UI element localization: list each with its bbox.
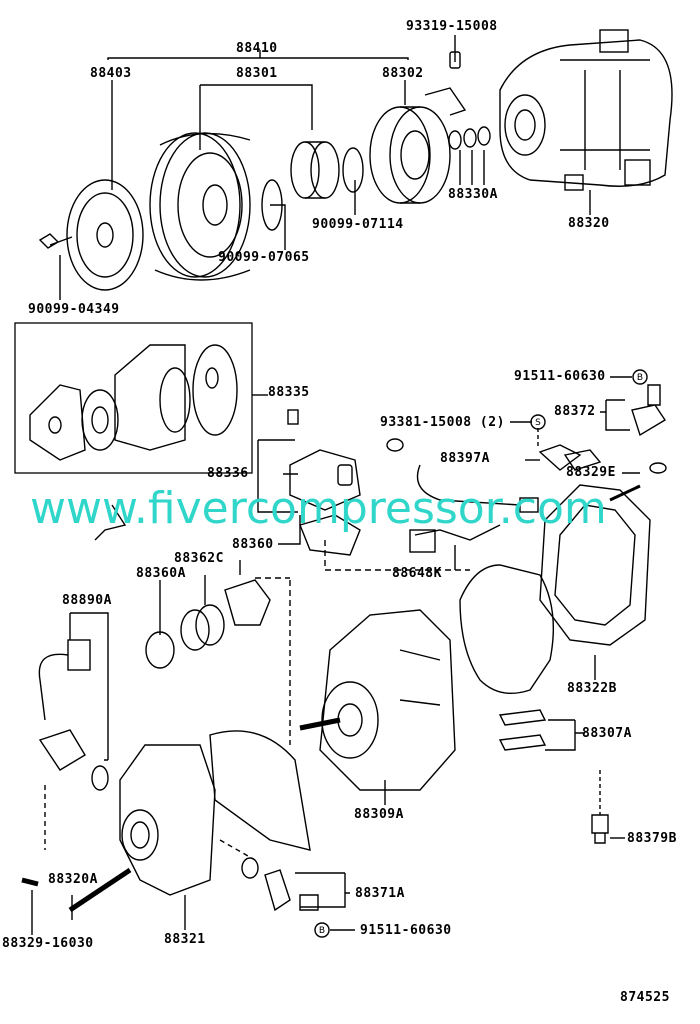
leader-lines (31, 35, 640, 935)
connector-part (264, 869, 319, 912)
part-label: 88360A (136, 566, 186, 581)
clip-part (94, 504, 127, 541)
part-label: 88335 (268, 385, 310, 400)
part-label: 88309A (354, 807, 404, 822)
part-label: 88648K (392, 566, 442, 581)
part-label: 88329E (566, 465, 616, 480)
o-ring-part (649, 462, 667, 474)
part-label: 90099-07114 (312, 217, 404, 232)
pump-body-part (299, 609, 456, 791)
part-label: 88362C (174, 551, 224, 566)
part-label: 93381-15008 (2) (380, 415, 505, 430)
valve-part (591, 814, 609, 844)
through-bolt-part (68, 867, 132, 913)
assembly-box (14, 322, 253, 474)
front-housing-part (119, 744, 216, 896)
gasket-part (459, 564, 554, 694)
rear-housing-part (539, 484, 651, 646)
seal-part (180, 609, 210, 651)
o-ring-part (241, 857, 259, 879)
part-label: 88330A (448, 187, 498, 202)
part-label: 88336 (207, 466, 249, 481)
part-label: 88301 (236, 66, 278, 81)
part-label: 88360 (232, 537, 274, 552)
bolt-marker: B (637, 373, 643, 383)
bracket-part (538, 444, 602, 471)
valve-part (224, 579, 271, 626)
part-label: 88890A (62, 593, 112, 608)
sensor-part (631, 384, 666, 437)
part-label: 90099-04349 (28, 302, 120, 317)
part-label: 90099-07065 (218, 250, 310, 265)
bearing-part (261, 141, 364, 231)
bolt-part (21, 877, 39, 887)
part-label: 88320 (568, 216, 610, 231)
part-label: 88372 (554, 404, 596, 419)
part-label: 88320A (48, 872, 98, 887)
part-label: 88410 (236, 41, 278, 56)
watermark: www.fivercompressor.com (30, 483, 607, 534)
part-label: 88379B (627, 831, 677, 846)
pulley-part (149, 132, 251, 281)
gasket-part (209, 730, 311, 851)
sensor-harness-part (38, 639, 109, 791)
part-label: 93319-15008 (406, 19, 498, 34)
part-label: 91511-60630 (360, 923, 452, 938)
o-ring-part (145, 631, 175, 669)
plate-part (498, 709, 547, 751)
field-coil-part (369, 51, 467, 204)
part-label: 88329-16030 (2, 936, 94, 951)
part-label: 88403 (90, 66, 132, 81)
bolt-marker: B (319, 926, 325, 936)
part-label: 88302 (382, 66, 424, 81)
part-label: 91511-60630 (514, 369, 606, 384)
shims-part (448, 126, 491, 150)
control-valve-part (287, 409, 404, 556)
rear-assembly-exploded (29, 344, 238, 461)
screw-marker: S (535, 418, 541, 428)
diagram-code: 874525 (620, 990, 670, 1005)
part-label: 88321 (164, 932, 206, 947)
wire-harness-part (409, 464, 539, 553)
bolt-part (609, 484, 641, 502)
clutch-hub-part (38, 179, 144, 291)
part-label: 88307A (582, 726, 632, 741)
compressor-assembly (499, 29, 673, 191)
part-label: 88322B (567, 681, 617, 696)
part-label: 88371A (355, 886, 405, 901)
part-label: 88397A (440, 451, 490, 466)
